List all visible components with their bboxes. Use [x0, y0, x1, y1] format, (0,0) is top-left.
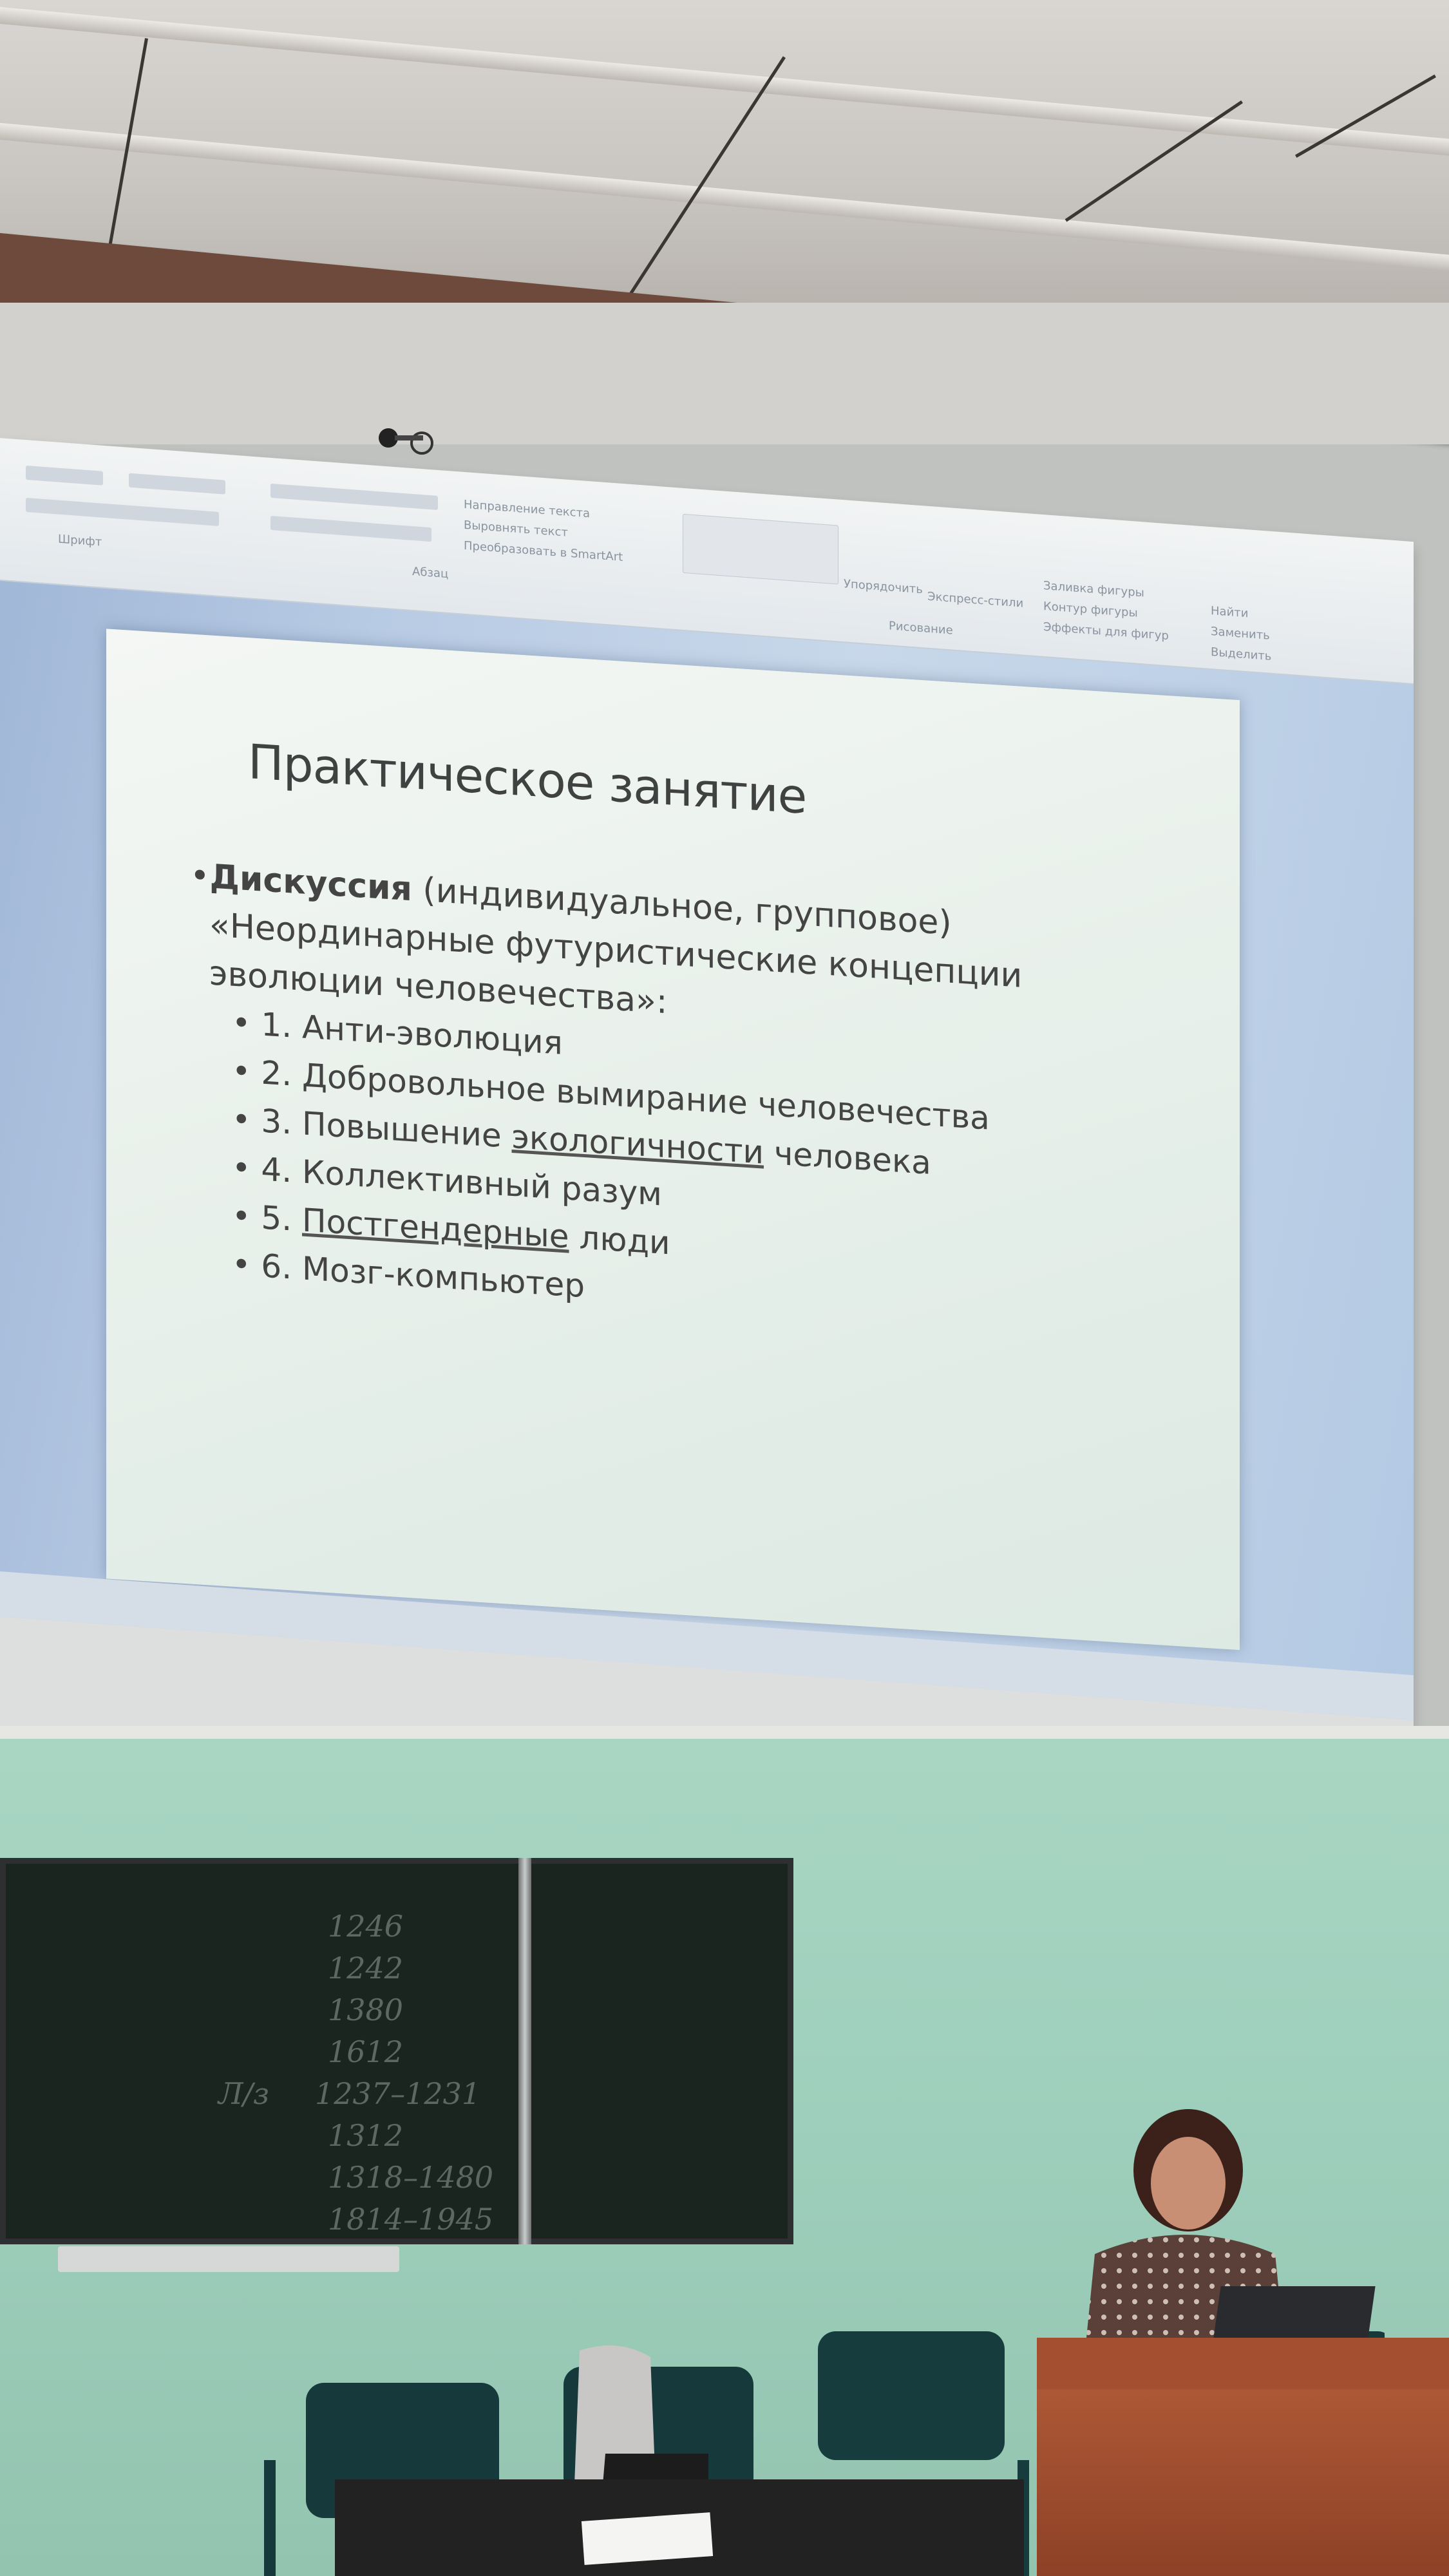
ribbon-align-row — [270, 515, 431, 542]
ceiling-rail — [0, 6, 1449, 159]
slide-title: Практическое занятие — [248, 734, 807, 825]
upper-wall — [0, 303, 1449, 444]
lecturer-face — [1151, 2137, 1226, 2230]
blackboard-hinge — [518, 1858, 531, 2244]
sub-bullet-underlined: экологичности — [511, 1117, 764, 1171]
chalk-date: 1318–1480 — [328, 2160, 494, 2195]
projection-screen: Шрифт Абзац Направление текста Выровнять… — [0, 438, 1414, 1850]
bullet-dot: • — [190, 856, 210, 896]
chalk-mark: Л/з — [218, 2076, 269, 2111]
sub-bullet-text: 1. Анти-эволюция — [261, 1005, 563, 1062]
ribbon-font-size — [129, 473, 225, 495]
sub-bullet-text-end: человека — [763, 1133, 931, 1182]
ribbon-shape-fill: Заливка фигуры — [1043, 578, 1144, 600]
sub-bullet-text-end: люди — [569, 1218, 670, 1262]
projected-powerpoint-window: Шрифт Абзац Направление текста Выровнять… — [0, 438, 1414, 1721]
chalk-date: 1246 — [328, 1909, 404, 1944]
chalk-date: 1312 — [328, 2118, 404, 2153]
ribbon-font-controls — [26, 465, 103, 486]
sub-bullet-1: • 1. Анти-эволюция — [232, 1003, 563, 1062]
sub-bullet-text: 3. Повышение — [261, 1102, 512, 1155]
ribbon-paragraph-row — [270, 483, 438, 510]
ribbon-shape-effects: Эффекты для фигур — [1043, 620, 1169, 643]
ribbon-group-drawing: Рисование — [889, 619, 953, 638]
sub-bullet-underlined: Постгендерные — [302, 1201, 569, 1256]
chalk-tray — [58, 2246, 399, 2272]
paper-sheet — [581, 2512, 714, 2565]
ribbon-arrange: Упорядочить — [844, 577, 923, 597]
ceiling-panel-joint — [614, 56, 786, 303]
chalk-date: 1380 — [328, 1993, 404, 2027]
ribbon-quick-styles: Экспресс-стили — [927, 589, 1024, 611]
sub-bullet-6: • 6. Мозг-компьютер — [232, 1245, 585, 1305]
ribbon-replace: Заменить — [1211, 625, 1270, 643]
sub-bullet-text: 6. Мозг-компьютер — [261, 1247, 585, 1305]
slide: Практическое занятие •Дискуссия (индивид… — [106, 629, 1240, 1651]
chalk-date: 1242 — [328, 1951, 404, 1985]
ribbon-shape-outline: Контур фигуры — [1043, 599, 1138, 620]
sub-bullet-text: 5. — [261, 1198, 302, 1239]
bullet-bold-term: Дискуссия — [209, 857, 412, 909]
blackboard: 1246 1242 1380 1612 Л/з 1237–1231 1312 1… — [0, 1858, 793, 2244]
ribbon-select: Выделить — [1211, 645, 1272, 663]
ribbon-format-row — [26, 497, 219, 526]
ribbon-group-paragraph: Абзац — [412, 564, 449, 582]
ribbon-group-font: Шрифт — [58, 532, 102, 549]
podium-top — [1037, 2338, 1449, 2389]
ribbon-shapes-gallery — [683, 513, 838, 585]
chalk-date: 1612 — [328, 2034, 404, 2069]
chalk-date: 1814–1945 — [328, 2202, 494, 2237]
ceiling — [0, 0, 1449, 303]
ribbon-text-direction: Направление текста — [464, 497, 591, 521]
chalk-date: 1237–1231 — [315, 2076, 481, 2111]
ceiling-sensor-icon — [379, 428, 433, 455]
ribbon-find: Найти — [1211, 604, 1249, 621]
laptop — [1213, 2286, 1376, 2338]
ribbon-smartart: Преобразовать в SmartArt — [464, 538, 623, 565]
ribbon-align-text: Выровнять текст — [464, 518, 568, 540]
